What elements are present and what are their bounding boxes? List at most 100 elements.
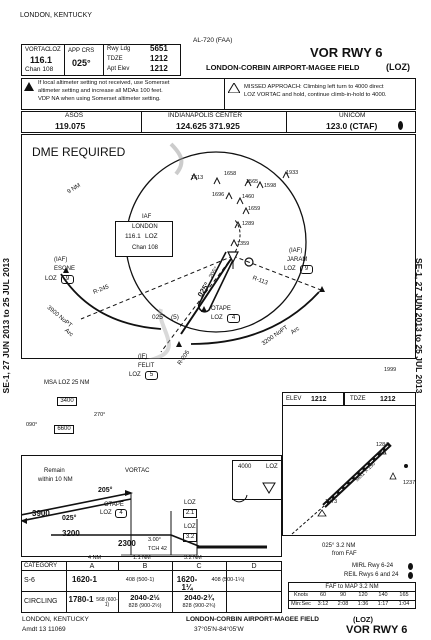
fix-triangle-felit: [176, 341, 182, 347]
min-value: 2040-2½: [130, 593, 160, 602]
comm-label: INDIANAPOLIS CENTER: [168, 112, 243, 119]
distance-5: (5): [171, 314, 179, 321]
missed-approach-line: LOZ VORTAC and hold, continue climb-in-h…: [244, 92, 387, 98]
loz-32-id: LOZ: [184, 524, 196, 530]
profile-course-025: 025°: [62, 515, 77, 522]
rwy-ldg-label: Rwy Ldg: [107, 46, 131, 52]
min-sub: 828 (900-2¾): [182, 603, 216, 609]
timing-value: 2:08: [337, 601, 349, 607]
lighting-mirl: MIRL Rwy 6-24: [352, 563, 394, 569]
obstacle-elevation: 1613: [191, 175, 204, 181]
missed-approach-path: [232, 219, 241, 257]
vortac-label: VORTAC: [125, 468, 150, 474]
note-line: altimeter setting and increase all MDAs …: [38, 88, 163, 94]
timing-header: Knots: [293, 592, 309, 598]
altitude-3900: 3900: [32, 509, 50, 518]
footer-airport: LONDON-CORBIN AIRPORT-MAGEE FIELD: [186, 616, 320, 623]
pcl-icon: [408, 572, 413, 579]
remain-label: within 10 NM: [38, 477, 73, 483]
vortac-symbol: [227, 251, 239, 264]
timing-header: 165: [399, 592, 409, 598]
course-025-fix-label: 025°: [152, 314, 166, 321]
min-row-cat: CIRCLING: [24, 598, 58, 605]
comm-freq: 119.075: [55, 121, 86, 131]
fix-triangle-esone: [63, 267, 69, 273]
otape-name: OTAPE: [211, 306, 231, 312]
final-course-dist: 025° 3.2 NM: [322, 543, 356, 549]
elev-value: 1212: [311, 396, 327, 403]
jaram-dme: 9: [300, 265, 313, 274]
esone-iaf: (IAF): [54, 257, 68, 263]
timing-value: 1:17: [377, 601, 389, 607]
obstacle-elevation: 1598: [264, 183, 277, 189]
distance-4nm: 4 NM: [88, 555, 102, 561]
obstacle-elevation: 1289: [242, 221, 255, 227]
plan-view-drawing: [60, 142, 325, 359]
min-sub: 408 (500-1): [125, 577, 155, 583]
briefing-strip: [21, 44, 181, 76]
iaf-vortac-box: [115, 221, 173, 257]
lighting-reil: REIL Rwys 6 and 24: [344, 572, 399, 578]
obstacle-elevation: 1658: [224, 171, 237, 177]
felit-name: FELIT: [138, 363, 155, 369]
altitude-3200: 3200: [62, 529, 80, 538]
felit-dme: 5: [145, 371, 158, 380]
sketch-elevation: 1273: [325, 499, 338, 505]
distance-3-2nm: 3.2 NM: [184, 555, 202, 561]
iaf-id: LOZ: [145, 233, 158, 240]
obstacle-symbols: [190, 170, 290, 247]
obstacle-elevation: 1359: [237, 241, 250, 247]
msa-bearing: 090°: [26, 422, 38, 428]
comm-label: ASOS: [65, 112, 84, 119]
plan-view: [21, 134, 416, 359]
distance-1-1nm: 1.1 NM: [133, 555, 151, 561]
remain-label: Remain: [44, 468, 65, 474]
timing-table: [288, 582, 416, 609]
profile-course-205: 205°: [98, 487, 113, 494]
timing-value: 1:36: [357, 601, 369, 607]
timing-header: 90: [339, 592, 347, 598]
app-crs: 025°: [72, 58, 91, 68]
vortac-chan: Chan 108: [25, 66, 54, 73]
min-sub: 828 (900-2½): [128, 603, 162, 609]
dme-arc-east: [190, 291, 320, 345]
esone-dme: 9: [61, 275, 74, 284]
jaram-name: JARAM: [287, 257, 308, 263]
vgsi-label: 3.00°: [148, 537, 161, 543]
note-line: VDP NA when using Somerset altimeter set…: [38, 96, 161, 102]
sidebar-left-dates: SE-1, 27 JUN 2013 to 25 JUL 2013: [1, 258, 11, 394]
tdze-value: 1212: [380, 396, 396, 403]
jaram-iaf: (IAF): [289, 248, 303, 254]
sketch-elevation: 1237: [403, 480, 416, 486]
final-course-from: from FAF: [332, 551, 357, 557]
comm-freq: 123.0 (CTAF): [326, 121, 378, 131]
loz-32-dme: 3.2: [183, 533, 197, 542]
footer-amendment: Amdt 13 11069: [22, 626, 66, 633]
felit-if: (IF): [138, 354, 148, 360]
missed-approach-line: MISSED APPROACH: Climbing left turn to 4…: [244, 84, 384, 90]
timing-value: 3:12: [317, 601, 329, 607]
timing-header: 140: [378, 592, 388, 598]
min-value: 1620-1¼: [176, 575, 198, 592]
min-row-cat: S-6: [24, 577, 35, 584]
header-city: LONDON, KENTUCKY: [20, 12, 92, 19]
iaf-freq: 116.1: [125, 233, 141, 240]
altitude-2300: 2300: [118, 539, 136, 548]
obstacle-elevation: 1696: [212, 192, 225, 198]
apt-elev-label: Apt Elev: [107, 66, 130, 72]
vortac-label: VORTAC: [25, 47, 50, 53]
minimums-table: [21, 561, 282, 613]
comms-strip: [21, 111, 416, 133]
obstacle-elevation: 1565: [246, 179, 259, 185]
otape-dme: 4: [115, 509, 127, 518]
note-line: If local altimeter setting not received,…: [38, 80, 170, 86]
felit-loz: LOZ: [129, 372, 141, 378]
footer-airport-id: (LOZ): [353, 615, 373, 624]
footer-city: LONDON, KENTUCKY: [22, 616, 89, 623]
otape-name: OTAPE: [104, 502, 124, 508]
min-value: 1620-1: [72, 575, 97, 584]
obstacle-elevation: 1933: [286, 170, 299, 176]
fix-triangle-jaram: [319, 286, 325, 292]
dme-required: DME REQUIRED: [32, 145, 126, 159]
hold-altitude: 4000: [238, 464, 252, 470]
